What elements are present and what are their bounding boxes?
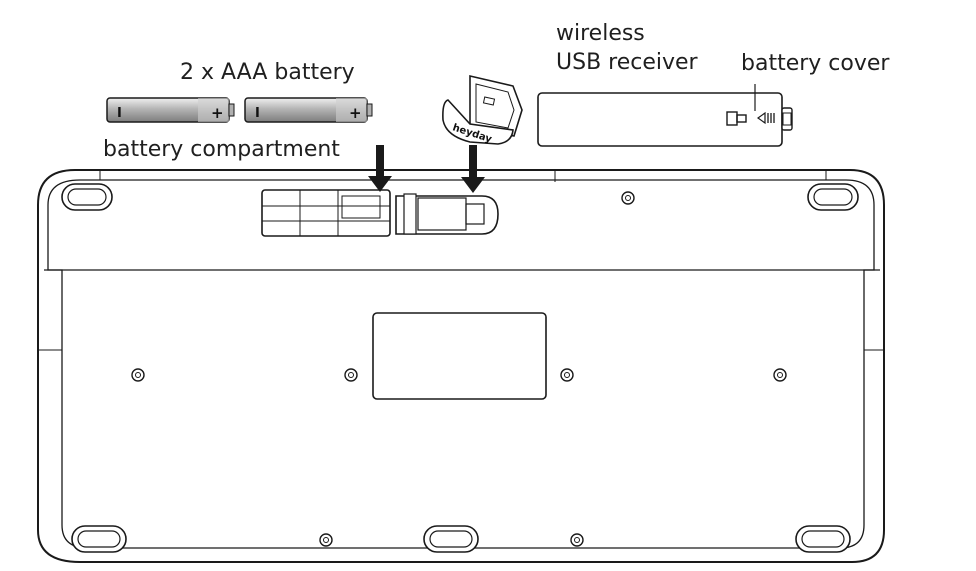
- screw-icon: [131, 368, 145, 382]
- screw-icon: [344, 368, 358, 382]
- screw-icon: [319, 533, 333, 547]
- down-arrow-icon: [368, 145, 392, 192]
- battery-cover-icon: [537, 84, 793, 147]
- battery-negative-mark: I: [255, 106, 260, 121]
- battery-cover-label: battery cover: [741, 51, 890, 76]
- screw-icon: [773, 368, 787, 382]
- rubber-foot-icon: [423, 525, 479, 553]
- battery-negative-mark: I: [117, 106, 122, 121]
- rubber-foot-icon: [795, 525, 851, 553]
- keyboard-underside-icon: [37, 169, 885, 563]
- battery-compartment-label: battery compartment: [103, 137, 340, 162]
- down-arrow-icon: [461, 145, 485, 193]
- label-plate: [372, 312, 547, 400]
- battery-positive-mark: +: [211, 104, 224, 122]
- rubber-foot-icon: [61, 183, 113, 211]
- rubber-foot-icon: [807, 183, 859, 211]
- battery-compartment: [261, 189, 499, 237]
- rubber-foot-icon: [71, 525, 127, 553]
- battery-positive-mark: +: [349, 104, 362, 122]
- usb-receiver-label-line2: USB receiver: [556, 49, 698, 75]
- aaa-battery-icon: I +: [244, 97, 373, 123]
- usb-receiver-icon: heyday: [442, 74, 523, 146]
- screw-icon: [560, 368, 574, 382]
- screw-icon: [570, 533, 584, 547]
- usb-receiver-label: wireless USB receiver: [556, 20, 698, 77]
- usb-receiver-label-line1: wireless: [556, 21, 645, 46]
- screw-icon: [621, 191, 635, 205]
- aaa-battery-icon: I +: [106, 97, 235, 123]
- battery-label: 2 x AAA battery: [180, 60, 355, 85]
